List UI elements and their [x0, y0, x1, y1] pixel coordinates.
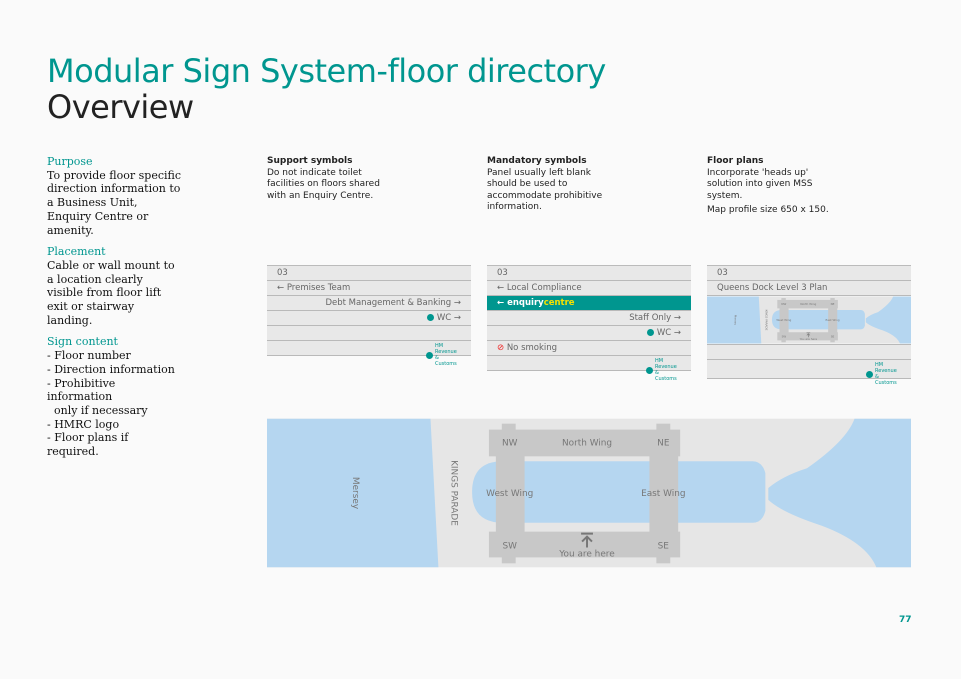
column-text: Map profile size 650 x 150.	[707, 205, 829, 215]
page-subtitle: Overview	[47, 88, 194, 126]
map-label-se: SE	[831, 335, 835, 339]
map-label-mersey: Mersey	[733, 315, 737, 326]
placement-heading: Placement	[47, 245, 106, 259]
map-label-you-are-here: You are here	[558, 549, 615, 559]
direction-row: Debt Management & Banking →	[267, 296, 471, 311]
sign-sample-floorplan: 03 Queens Dock Level 3 Plan Mersey KINGS…	[707, 265, 911, 386]
map-label-ne: NE	[657, 438, 670, 448]
column-text: Panel usually left blank should be used …	[487, 167, 603, 213]
map-label-se: SE	[658, 541, 670, 551]
floor-number: 03	[487, 266, 691, 281]
page-number: 77	[899, 615, 912, 625]
direction-row: WC →	[267, 311, 471, 326]
hmrc-logo: HM Revenue & Customs	[267, 341, 471, 367]
no-smoking-icon: ⊘	[497, 343, 505, 353]
direction-row: Staff Only →	[487, 311, 691, 326]
plan-title: Queens Dock Level 3 Plan	[707, 281, 911, 296]
floor-plan-map: Mersey KINGS PARADE NW NE North Wing West…	[267, 418, 911, 568]
arrow-up-icon	[581, 532, 593, 548]
map-label-west-wing: West Wing	[486, 489, 533, 499]
column-heading: Floor plans	[707, 156, 764, 166]
column-heading: Support symbols	[267, 156, 353, 166]
map-label-north-wing: North Wing	[562, 438, 612, 448]
dock-pond	[472, 461, 766, 523]
wc-icon	[427, 314, 435, 321]
purpose-heading: Purpose	[47, 155, 93, 168]
sign-sample-support: 03 ← Premises Team Debt Management & Ban…	[267, 265, 471, 367]
blank-row	[707, 345, 911, 360]
list-item: - HMRC logo	[47, 417, 120, 431]
river-mersey	[267, 418, 439, 568]
purpose-text: To provide floor specific direction info…	[47, 168, 182, 237]
map-label-sw: SW	[782, 335, 787, 339]
dock-water	[768, 418, 911, 568]
list-item: - Floor plans if required.	[47, 431, 129, 459]
map-label-sw: SW	[503, 541, 518, 551]
list-item: - Prohibitive information	[47, 376, 116, 404]
placement-text: Cable or wall mount to a location clearl…	[47, 258, 175, 327]
enquiry-centre-row: ← enquirycentre	[487, 296, 691, 311]
map-label-nw: NW	[781, 302, 786, 306]
dock-water	[865, 296, 911, 344]
direction-row: WC →	[487, 326, 691, 341]
list-item: - Direction information	[47, 362, 175, 376]
list-item: - Floor number	[47, 349, 131, 363]
prohibitive-row: ⊘ No smoking	[487, 341, 691, 356]
page-title: Modular Sign System-floor directory	[47, 52, 606, 90]
sign-content-heading: Sign content	[47, 335, 118, 349]
map-label-nw: NW	[502, 438, 518, 448]
column-heading: Mandatory symbols	[487, 156, 587, 166]
direction-row: ← Local Compliance	[487, 281, 691, 296]
hmrc-logo: HM Revenue & Customs	[707, 360, 911, 386]
dock-pond	[771, 309, 865, 330]
arrow-up-icon	[806, 332, 811, 338]
floor-number: 03	[267, 266, 471, 281]
map-label-ne: NE	[831, 302, 835, 306]
blank-row	[267, 326, 471, 341]
map-label-west-wing: West Wing	[776, 318, 791, 322]
map-label-road: KINGS PARADE	[764, 310, 768, 331]
column-text: Do not indicate toilet facilities on flo…	[267, 167, 380, 201]
building	[777, 298, 838, 343]
hmrc-logo: HM Revenue & Customs	[487, 356, 691, 382]
map-label-you-are-here: You are here	[800, 337, 818, 341]
map-label-mersey: Mersey	[350, 477, 360, 509]
building	[488, 423, 681, 564]
map-label-north-wing: North Wing	[800, 302, 816, 306]
map-label-east-wing: East Wing	[826, 318, 840, 322]
direction-row: ← Premises Team	[267, 281, 471, 296]
wc-icon	[647, 329, 655, 336]
column-text: Incorporate 'heads up' solution into giv…	[707, 167, 813, 201]
floor-number: 03	[707, 266, 911, 281]
map-label-east-wing: East Wing	[641, 489, 685, 499]
list-item: only if necessary	[47, 403, 148, 417]
river-mersey	[707, 296, 762, 344]
mini-map: Mersey KINGS PARADE NW NE North Wing West…	[707, 296, 911, 345]
map-label-road: KINGS PARADE	[448, 460, 458, 526]
sign-sample-mandatory: 03 ← Local Compliance ← enquirycentre St…	[487, 265, 691, 382]
sidebar: Purpose To provide floor specific direct…	[47, 155, 182, 459]
